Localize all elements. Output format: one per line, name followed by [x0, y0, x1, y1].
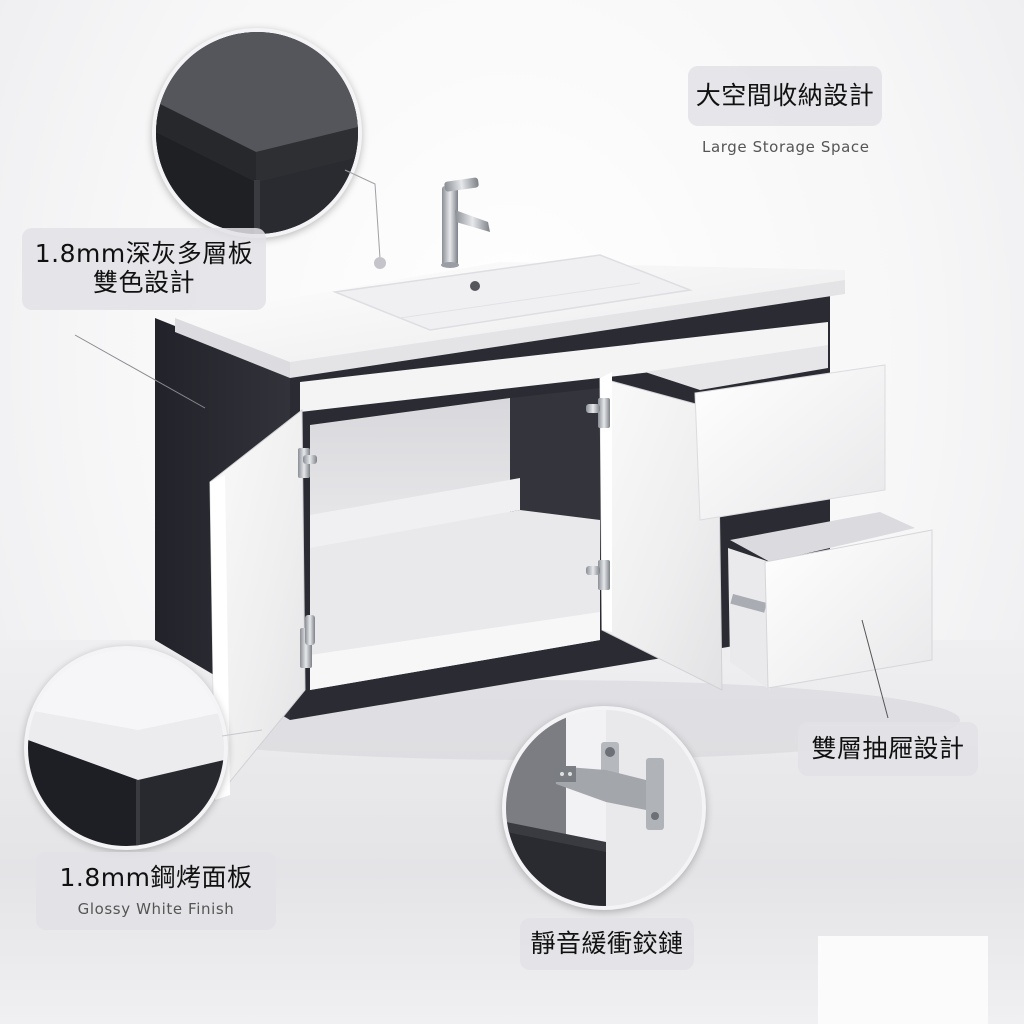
overflow-drain: [470, 281, 480, 291]
callout-storage-space: 大空間收納設計: [688, 66, 882, 126]
left-door: [209, 408, 306, 802]
callout-hinge: 靜音緩衝鉸鏈: [520, 918, 694, 970]
faucet: [441, 177, 490, 268]
inset-board-edge: [152, 28, 362, 238]
leader-panel: [221, 729, 263, 737]
callout-storage-subtitle: Large Storage Space: [702, 138, 870, 156]
leader-board: [344, 169, 381, 259]
callout-board-title-line1: 1.8mm深灰多層板: [34, 239, 254, 269]
callout-storage-title: 大空間收納設計: [695, 80, 875, 110]
callout-panel-title: 1.8mm鋼烤面板: [59, 863, 253, 892]
panel-edge-detail: [28, 650, 224, 846]
callout-glossy-panel: 1.8mm鋼烤面板 Glossy White Finish: [36, 852, 276, 930]
inset-panel-edge: [24, 646, 228, 850]
leader-drawer: [861, 619, 889, 719]
callout-panel-subtitle: Glossy White Finish: [77, 899, 235, 918]
blank-patch: [818, 936, 988, 1024]
leader-side: [74, 334, 206, 409]
callout-board: 1.8mm深灰多層板 雙色設計: [22, 228, 266, 310]
bottom-drawer-front: [764, 529, 933, 689]
callout-drawer-title: 雙層抽屜設計: [811, 733, 965, 763]
callout-hinge-title: 靜音緩衝鉸鏈: [530, 928, 684, 958]
callout-board-title-line2: 雙色設計: [92, 268, 195, 297]
callout-drawer: 雙層抽屜設計: [798, 722, 978, 776]
board-edge-detail: [156, 32, 358, 234]
right-door: [599, 377, 723, 691]
top-drawer-front: [694, 364, 886, 521]
basin: [332, 254, 693, 331]
leader-board-dot: [374, 257, 386, 269]
